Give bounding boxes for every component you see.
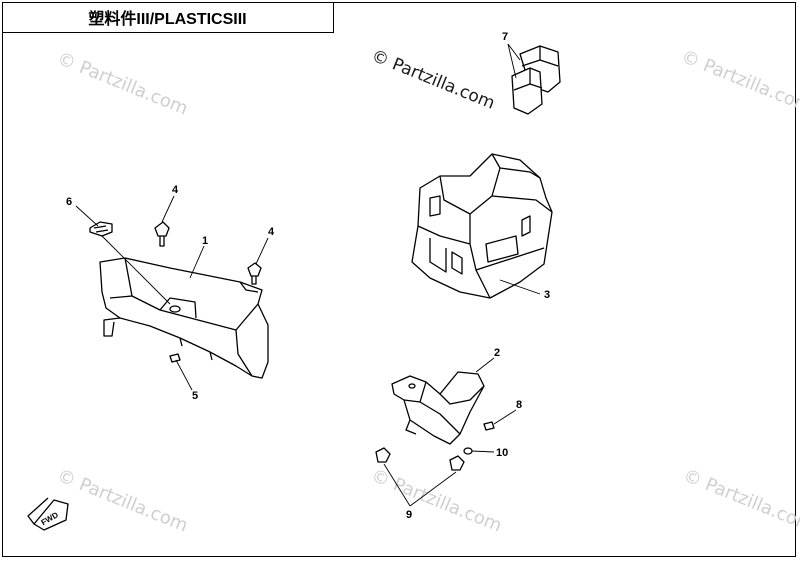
callout-9: 9 xyxy=(406,509,412,521)
part-1-tray xyxy=(99,257,269,379)
part-4-bolt-b xyxy=(247,262,262,285)
callout-1: 1 xyxy=(202,235,208,247)
part-4-bolt-a xyxy=(154,221,170,247)
part-9-nuts xyxy=(375,447,465,471)
fwd-arrow-icon xyxy=(27,497,69,531)
part-3-battery-box xyxy=(411,153,553,299)
callout-10: 10 xyxy=(496,447,508,459)
part-6-clip xyxy=(89,221,113,237)
callout-8: 8 xyxy=(516,399,522,411)
callout-4a: 4 xyxy=(172,184,179,196)
part-5-screw xyxy=(169,353,181,363)
part-2-bracket xyxy=(391,371,485,445)
part-10-washer xyxy=(463,447,473,455)
part-8-screw xyxy=(483,421,495,431)
callout-5: 5 xyxy=(192,390,198,402)
callout-4b: 4 xyxy=(268,226,275,238)
callout-7: 7 xyxy=(502,31,508,43)
callout-2: 2 xyxy=(494,347,500,359)
callout-6: 6 xyxy=(66,196,72,208)
page-title: 塑料件III/PLASTICSIII xyxy=(2,2,334,33)
callout-3: 3 xyxy=(544,289,550,301)
part-7-clips xyxy=(511,45,561,115)
leader-lines xyxy=(75,43,541,507)
